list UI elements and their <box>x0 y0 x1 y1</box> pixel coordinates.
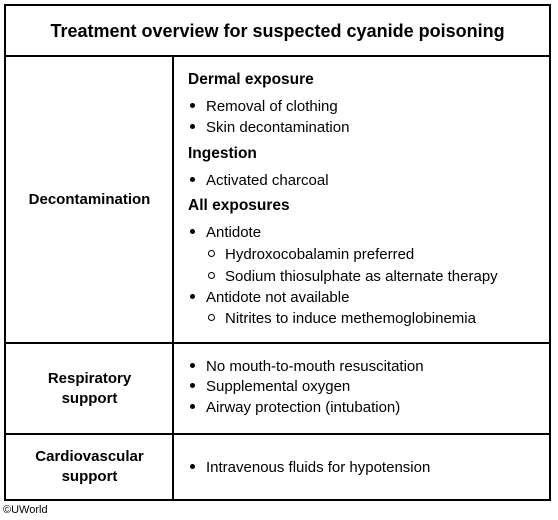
row-label-respiratory: Respiratory support <box>6 344 173 433</box>
row-label-decontamination: Decontamination <box>6 57 173 342</box>
decontamination-content: Dermal exposure Removal of clothing Skin… <box>175 57 549 342</box>
list-item: Removal of clothing <box>188 98 338 115</box>
respiratory-label-line1: Respiratory <box>47 369 132 387</box>
row-label-cardiovascular: Cardiovascular support <box>6 435 173 499</box>
list-item: Intravenous fluids for hypotension <box>188 459 430 476</box>
item-text: Nitrites to induce methemoglobinemia <box>225 310 476 327</box>
sub-list-item: Sodium thiosulphate as alternate therapy <box>206 268 498 285</box>
bullet-icon <box>188 172 206 189</box>
sub-list-item: Nitrites to induce methemoglobinemia <box>206 310 476 327</box>
bullet-icon <box>188 119 206 136</box>
list-item: No mouth-to-mouth resuscitation <box>188 358 424 375</box>
list-item: Airway protection (intubation) <box>188 399 400 416</box>
item-text: Skin decontamination <box>206 119 350 136</box>
list-item: Activated charcoal <box>188 172 329 189</box>
bullet-icon <box>188 289 206 306</box>
ingestion-heading: Ingestion <box>188 145 257 162</box>
item-text: No mouth-to-mouth resuscitation <box>206 358 424 375</box>
cardiovascular-label-line1: Cardiovascular <box>35 448 144 465</box>
table-title: Treatment overview for suspected cyanide… <box>50 21 505 41</box>
cardiovascular-label-line2: support <box>61 468 118 485</box>
bullet-icon <box>188 378 206 395</box>
row-divider <box>6 342 549 344</box>
respiratory-content: No mouth-to-mouth resuscitation Suppleme… <box>175 344 549 433</box>
decontamination-label: Decontamination <box>28 190 151 208</box>
item-text: Sodium thiosulphate as alternate therapy <box>225 268 498 285</box>
row-divider <box>6 433 549 435</box>
copyright-text: ©UWorld <box>3 504 48 516</box>
circle-bullet-icon <box>206 246 225 263</box>
treatment-table: Treatment overview for suspected cyanide… <box>4 4 551 501</box>
bullet-icon <box>188 459 206 476</box>
cardiovascular-content: Intravenous fluids for hypotension <box>175 435 549 499</box>
all-exposures-heading: All exposures <box>188 197 290 214</box>
bullet-icon <box>188 224 206 241</box>
bullet-icon <box>188 98 206 115</box>
circle-bullet-icon <box>206 310 225 327</box>
item-text: Supplemental oxygen <box>206 378 351 395</box>
item-text: Antidote not available <box>206 289 350 306</box>
respiratory-label-line2: support <box>61 389 118 407</box>
list-item: Skin decontamination <box>188 119 349 136</box>
item-text: Intravenous fluids for hypotension <box>206 459 431 476</box>
item-text: Activated charcoal <box>206 172 329 189</box>
list-item: Supplemental oxygen <box>188 378 350 395</box>
bullet-icon <box>188 358 206 375</box>
column-divider <box>172 57 174 499</box>
list-item: Antidote not available <box>188 289 349 306</box>
item-text: Airway protection (intubation) <box>206 399 401 416</box>
bullet-icon <box>188 399 206 416</box>
item-text: Removal of clothing <box>206 98 338 115</box>
sub-list-item: Hydroxocobalamin preferred <box>206 246 414 263</box>
circle-bullet-icon <box>206 268 225 285</box>
dermal-heading: Dermal exposure <box>188 71 314 88</box>
title-divider <box>6 55 549 57</box>
list-item: Antidote <box>188 224 261 241</box>
item-text: Hydroxocobalamin preferred <box>225 246 415 263</box>
item-text: Antidote <box>206 224 262 241</box>
